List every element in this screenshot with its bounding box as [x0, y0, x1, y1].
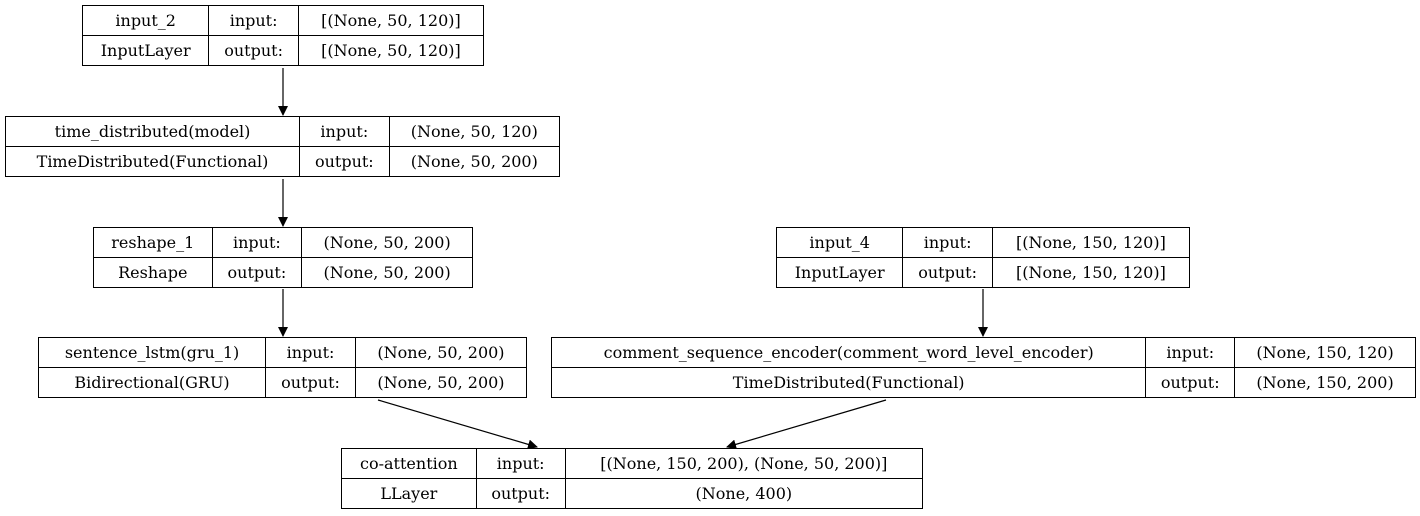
node-reshape-1: reshape_1 input: (None, 50, 200) Reshape…: [93, 227, 473, 288]
layer-name: time_distributed(model): [4, 116, 301, 147]
output-shape: (None, 150, 200): [1234, 367, 1416, 398]
output-shape: (None, 50, 200): [388, 146, 561, 177]
layer-type: Reshape: [93, 257, 213, 288]
input-shape: (None, 150, 120): [1234, 337, 1416, 368]
layer-type: TimeDistributed(Functional): [550, 367, 1147, 398]
node-sentence-lstm: sentence_lstm(gru_1) input: (None, 50, 2…: [37, 337, 528, 398]
layer-name: input_4: [775, 227, 904, 258]
output-shape: (None, 400): [564, 478, 924, 509]
output-shape: [(None, 150, 120)]: [991, 257, 1191, 288]
input-shape: [(None, 150, 120)]: [991, 227, 1191, 258]
output-label: output:: [902, 257, 993, 288]
input-label: input:: [211, 227, 303, 258]
input-label: input:: [208, 5, 299, 36]
node-input-2: input_2 input: [(None, 50, 120)] InputLa…: [81, 5, 485, 66]
output-shape: (None, 50, 200): [301, 257, 473, 288]
input-label: input:: [1145, 337, 1236, 368]
edge-sentence-lstm-to-co-attention: [377, 399, 538, 450]
output-label: output:: [208, 35, 299, 66]
edge-comment-encoder-to-co-attention: [726, 399, 887, 450]
input-label: input:: [265, 337, 356, 368]
input-shape: [(None, 50, 120)]: [297, 5, 485, 36]
output-label: output:: [299, 146, 390, 177]
output-label: output:: [211, 257, 303, 288]
layer-name: co-attention: [341, 448, 477, 479]
layer-type: InputLayer: [81, 35, 210, 66]
node-co-attention: co-attention input: [(None, 150, 200), (…: [341, 448, 924, 509]
layer-name: input_2: [81, 5, 210, 36]
output-label: output:: [475, 478, 566, 509]
input-label: input:: [299, 116, 390, 147]
input-shape: (None, 50, 120): [388, 116, 561, 147]
input-shape: (None, 50, 200): [354, 337, 528, 368]
input-label: input:: [475, 448, 566, 479]
node-input-4: input_4 input: [(None, 150, 120)] InputL…: [775, 227, 1191, 288]
output-label: output:: [1145, 367, 1236, 398]
output-label: output:: [265, 367, 356, 398]
output-shape: (None, 50, 200): [354, 367, 528, 398]
node-comment-sequence-encoder: comment_sequence_encoder(comment_word_le…: [550, 337, 1416, 398]
input-label: input:: [902, 227, 993, 258]
output-shape: [(None, 50, 120)]: [297, 35, 485, 66]
layer-name: sentence_lstm(gru_1): [37, 337, 267, 368]
input-shape: [(None, 150, 200), (None, 50, 200)]: [564, 448, 924, 479]
layer-name: comment_sequence_encoder(comment_word_le…: [550, 337, 1147, 368]
layer-name: reshape_1: [93, 227, 213, 258]
layer-type: LLayer: [341, 478, 477, 509]
input-shape: (None, 50, 200): [301, 227, 473, 258]
layer-type: Bidirectional(GRU): [37, 367, 267, 398]
layer-type: TimeDistributed(Functional): [4, 146, 301, 177]
node-time-distributed: time_distributed(model) input: (None, 50…: [4, 116, 561, 177]
layer-type: InputLayer: [775, 257, 904, 288]
